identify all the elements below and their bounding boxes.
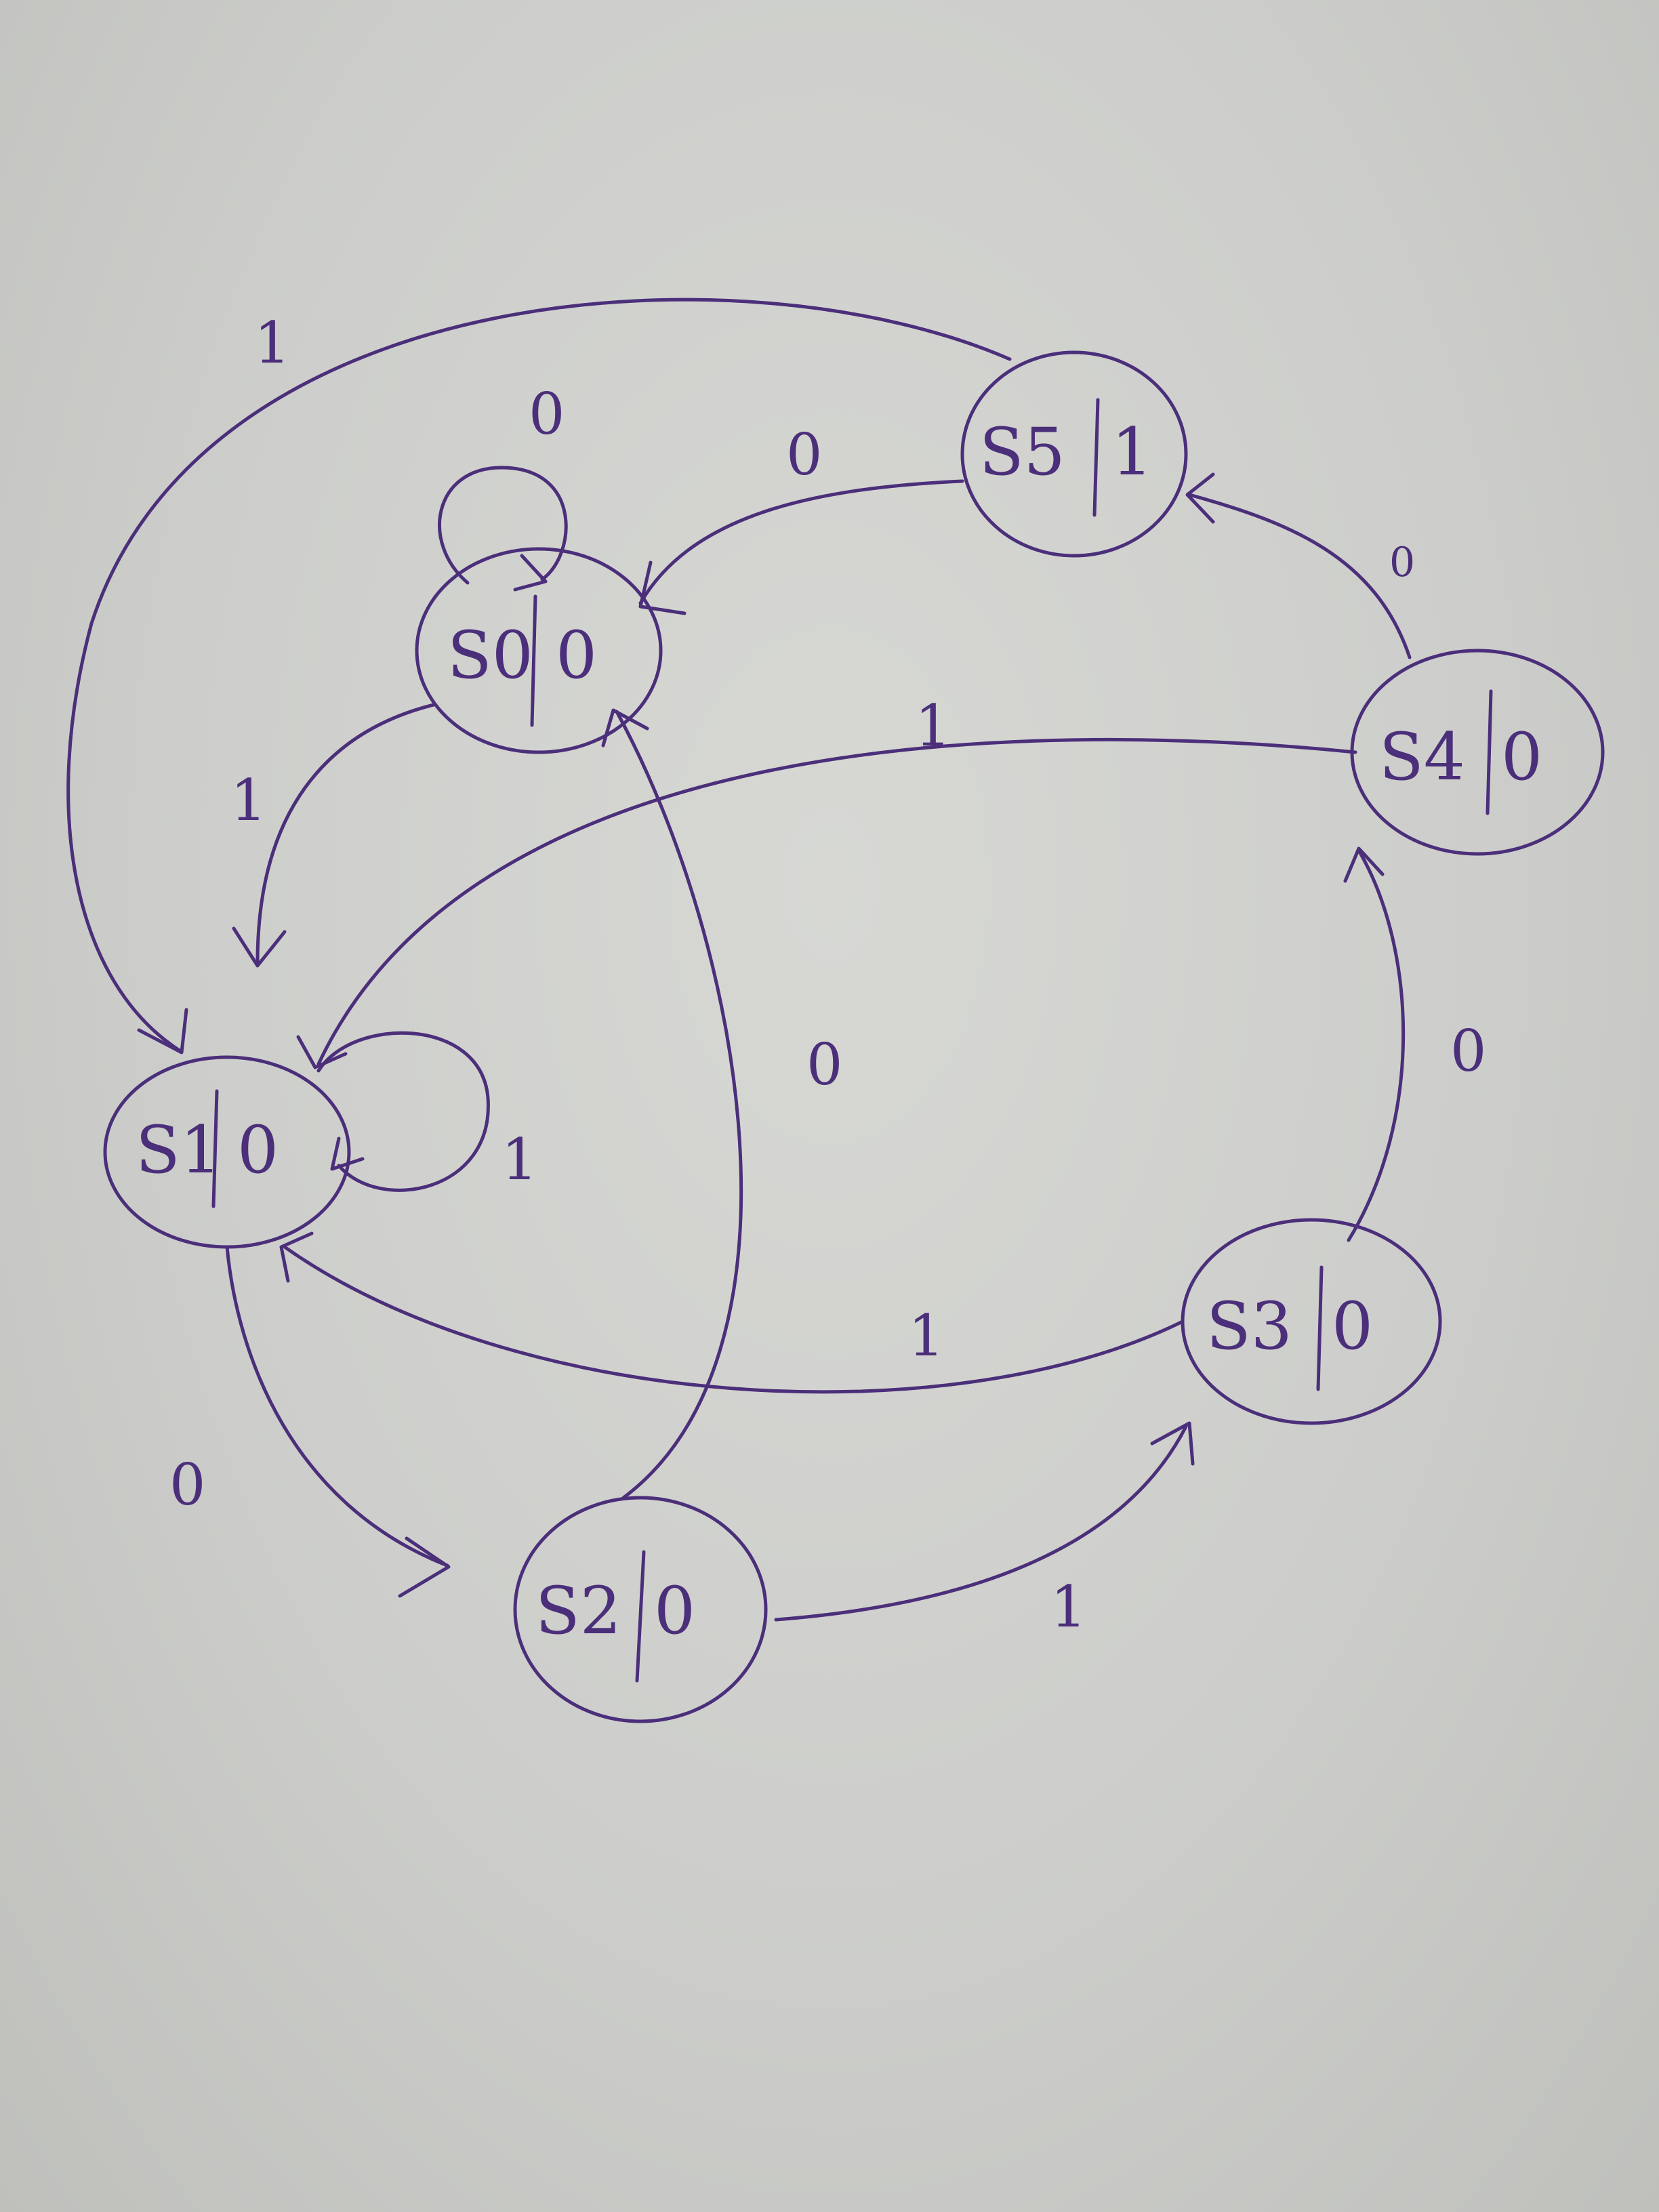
edge-label-s4-s5: 0 [1389, 539, 1415, 586]
edge-s5-s0: 0 [638, 422, 964, 615]
state-name-s0: S0 [447, 617, 533, 693]
edge-s4-s5: 0 [1185, 472, 1415, 659]
edge-label-s1-s1: 1 [501, 1126, 537, 1193]
state-name-s1: S1 [136, 1112, 222, 1188]
state-s0: S0 0 [415, 547, 663, 754]
edge-label-s0-s1: 1 [230, 767, 266, 834]
state-s1: S1 0 [103, 1055, 351, 1249]
state-name-s3: S3 [1206, 1288, 1292, 1364]
state-name-s5: S5 [979, 414, 1065, 490]
edge-label-s3-s4: 0 [1450, 1018, 1486, 1084]
state-output-s0: 0 [556, 617, 597, 693]
state-s4: S4 0 [1350, 649, 1605, 856]
edge-s1-s1: 1 [316, 1031, 537, 1193]
edge-label-s5-s0: 0 [786, 422, 822, 488]
edge-label-s3-s1: 1 [908, 1303, 944, 1369]
edge-s3-s1: 1 [279, 1231, 1185, 1394]
state-output-s4: 0 [1501, 719, 1542, 795]
edge-s4-s1: 1 [296, 693, 1357, 1069]
edge-label-s2-s0: 0 [806, 1031, 842, 1098]
state-name-s2: S2 [535, 1573, 621, 1649]
state-output-s1: 0 [237, 1112, 279, 1188]
edge-label-s2-s3: 1 [1050, 1574, 1086, 1640]
state-s2: S2 0 [513, 1496, 768, 1723]
state-output-s5: 1 [1111, 414, 1153, 490]
edge-s1-s2: 0 [169, 1245, 451, 1598]
state-s5: S5 1 [960, 350, 1188, 558]
state-output-s3: 0 [1332, 1288, 1373, 1364]
state-s3: S3 0 [1181, 1218, 1442, 1425]
edge-label-s1-s2: 0 [169, 1452, 205, 1518]
state-name-s4: S4 [1379, 719, 1465, 795]
edge-label-s4-s1: 1 [915, 693, 951, 759]
edge-label-s0-s0: 0 [529, 381, 565, 447]
edge-s0-s1: 1 [230, 703, 436, 968]
edge-s3-s4: 0 [1343, 846, 1486, 1242]
edge-s2-s0: 0 [601, 708, 842, 1500]
edge-s0-s0: 0 [438, 381, 568, 592]
edge-s2-s3: 1 [774, 1421, 1195, 1640]
state-output-s2: 0 [654, 1573, 695, 1649]
edge-s5-s1: 1 [66, 298, 1012, 1054]
edge-label-s5-s1: 1 [254, 310, 290, 376]
